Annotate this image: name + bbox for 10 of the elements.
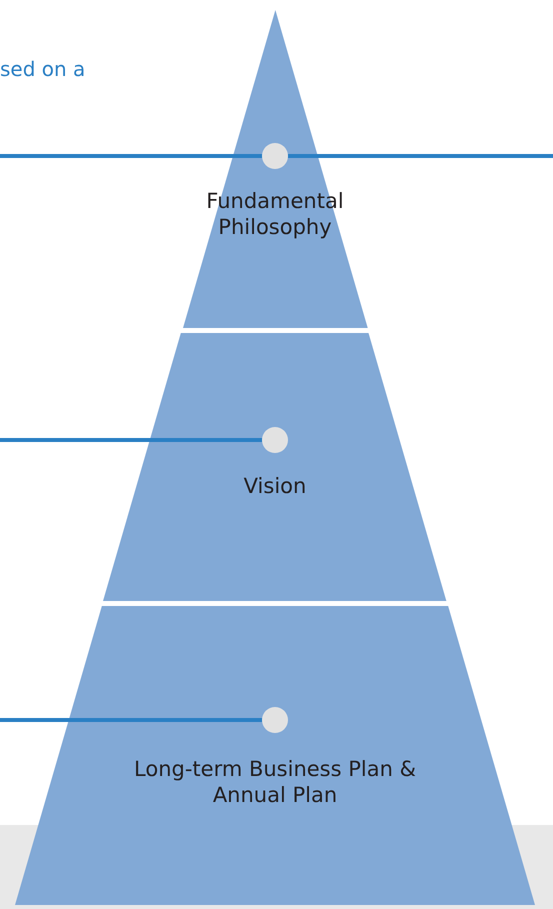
tier-label: Long-term Business Plan & Annual Plan [133,756,417,808]
connector-line [0,438,262,442]
connector-line [0,154,262,158]
pyramid-tier [15,606,535,905]
intro-text: sed on a [0,57,86,81]
pyramid-tier [182,10,368,328]
pyramid-tier [103,333,447,601]
connector-line [0,718,262,722]
tier-label: Vision [242,473,308,499]
connector-line [288,154,553,158]
